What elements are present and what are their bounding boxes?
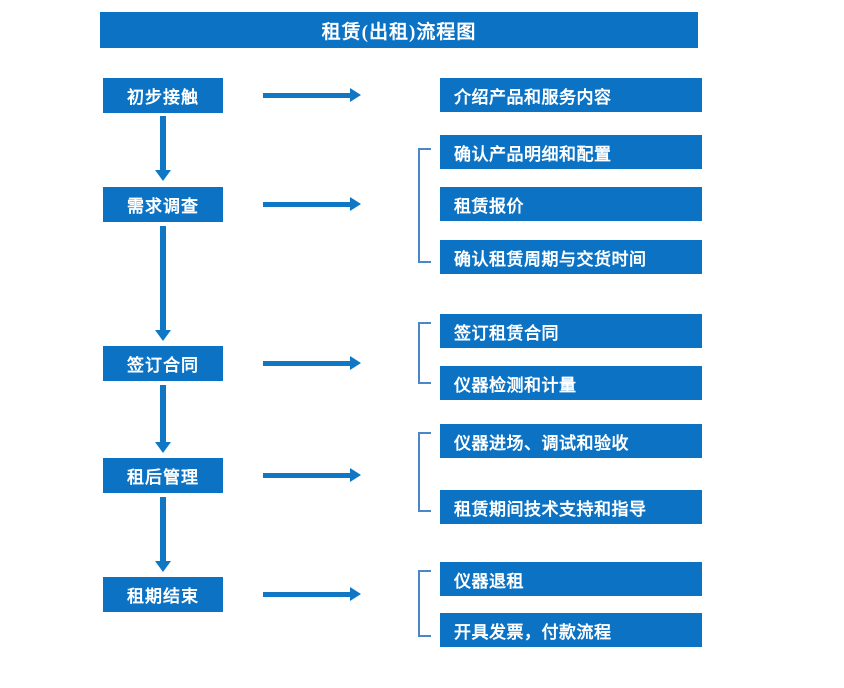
detail-box-5[interactable]: 签订租赁合同 [440, 314, 702, 348]
flow-arrow-down-1 [155, 116, 171, 182]
flow-arrow-down-4 [155, 497, 171, 573]
detail-box-3[interactable]: 租赁报价 [440, 187, 702, 221]
diagram-title: 租赁(出租)流程图 [100, 12, 698, 48]
detail-box-6[interactable]: 仪器检测和计量 [440, 366, 702, 400]
stage-box-1[interactable]: 初步接触 [103, 78, 223, 113]
stage-box-2[interactable]: 需求调查 [103, 187, 223, 222]
flow-arrow-down-3 [155, 385, 171, 454]
stage-box-3[interactable]: 签订合同 [103, 346, 223, 381]
detail-box-4[interactable]: 确认租赁周期与交货时间 [440, 240, 702, 274]
group-bracket-1 [418, 148, 431, 263]
flow-arrow-right-3 [263, 356, 361, 370]
detail-box-7[interactable]: 仪器进场、调试和验收 [440, 424, 702, 458]
flow-arrow-right-1 [263, 88, 361, 102]
flow-arrow-down-2 [155, 226, 171, 342]
group-bracket-4 [418, 570, 431, 637]
flow-arrow-right-2 [263, 197, 361, 211]
detail-box-2[interactable]: 确认产品明细和配置 [440, 135, 702, 169]
stage-box-4[interactable]: 租后管理 [103, 458, 223, 493]
flow-arrow-right-5 [263, 587, 361, 601]
flow-arrow-right-4 [263, 468, 361, 482]
detail-box-9[interactable]: 仪器退租 [440, 562, 702, 596]
detail-box-1[interactable]: 介绍产品和服务内容 [440, 78, 702, 112]
group-bracket-3 [418, 432, 431, 512]
stage-box-5[interactable]: 租期结束 [103, 577, 223, 612]
detail-box-10[interactable]: 开具发票，付款流程 [440, 613, 702, 647]
detail-box-8[interactable]: 租赁期间技术支持和指导 [440, 490, 702, 524]
group-bracket-2 [418, 322, 431, 384]
